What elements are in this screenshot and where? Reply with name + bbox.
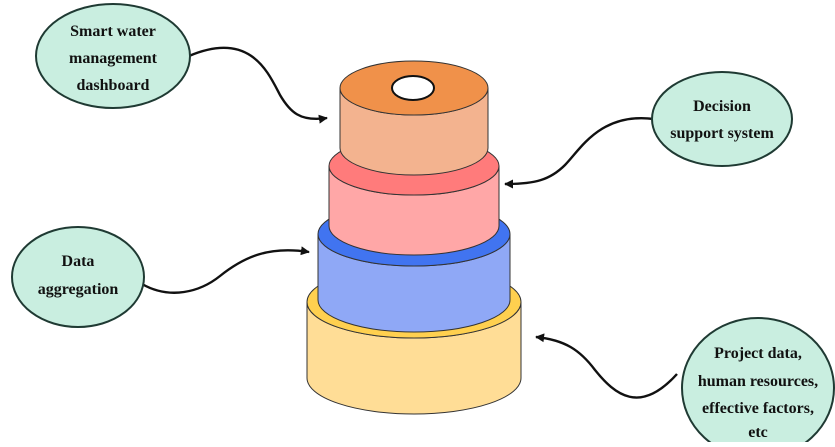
bubble-decision-line-1: Decision <box>693 98 751 115</box>
bubble-dashboard-line-1: Smart water <box>70 23 156 40</box>
bubble-decision-shape <box>651 71 793 167</box>
bubble-sources-line-3: effective factors, <box>702 400 814 417</box>
connector-decision <box>504 116 655 189</box>
bubble-sources-line-1: Project data, <box>714 345 802 362</box>
connector-aggregation <box>141 246 310 294</box>
bubble-sources-line-2: human resources, <box>698 373 818 390</box>
connector-dashboard <box>188 46 328 124</box>
bubble-dashboard-line-3: dashboard <box>77 77 150 94</box>
bubble-aggregation-line-1: Data <box>62 253 95 270</box>
connector-sources <box>535 333 678 399</box>
bubble-sources: Project data, human resources, effective… <box>681 317 835 447</box>
bubble-sources-line-4: etc <box>748 424 768 441</box>
bubble-aggregation: Data aggregation <box>11 226 145 328</box>
bubble-dashboard-line-2: management <box>69 50 158 67</box>
bubble-decision-line-2: support system <box>670 125 774 142</box>
bubble-decision: Decision support system <box>651 71 793 167</box>
bubble-dashboard-shape <box>35 3 191 109</box>
layer-top <box>339 60 489 176</box>
bubble-aggregation-line-2: aggregation <box>38 281 119 298</box>
bubble-dashboard: Smart water management dashboard <box>35 3 191 109</box>
bubble-aggregation-shape <box>11 226 145 328</box>
bubble-sources-shape <box>681 317 835 447</box>
layer-top-hole <box>391 75 435 101</box>
